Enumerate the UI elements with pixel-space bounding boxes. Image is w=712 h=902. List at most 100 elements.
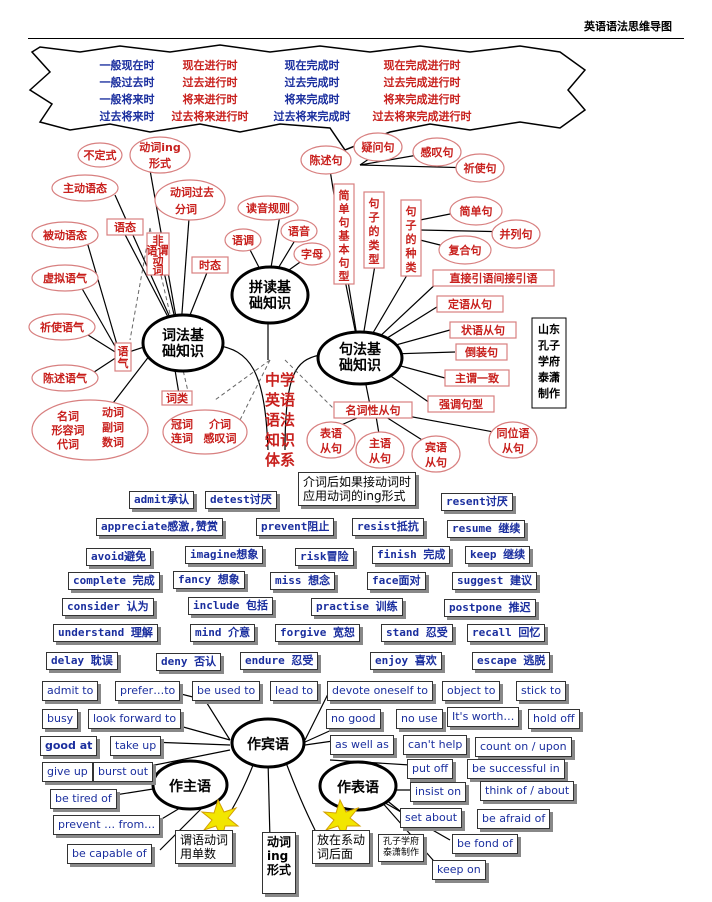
hub-phonics: [230, 265, 310, 325]
node-adverbial-clause-box: [449, 321, 517, 339]
node-interrogative-bubble: [353, 132, 403, 162]
tense-1-3: 过去完成进行时: [384, 75, 461, 89]
node-imperative-sentence: 祈使句: [464, 161, 497, 175]
verb-item: practise 训练: [311, 598, 403, 616]
phrase-item: set about: [400, 808, 463, 828]
tense-0-3: 现在完成进行时: [384, 58, 461, 72]
node-clause-0-line1: 表语: [319, 426, 342, 440]
node-imperative-mood: 祈使语气: [40, 320, 84, 334]
tense-0-1: 现在进行时: [183, 58, 238, 72]
np-0: 非: [153, 233, 164, 247]
node-past-participle-line1: 动词过去: [170, 185, 214, 199]
node-sentence-kinds-box: [400, 199, 422, 277]
node-gerund-bubble: [129, 136, 191, 174]
phrase-item: be fond of: [452, 834, 518, 854]
phrase-item: be afraid of: [477, 809, 551, 829]
node-passive-voice: 被动语态: [43, 228, 87, 242]
verb-item: resist抵抗: [352, 518, 424, 536]
note-after-link-line1: 放在系动: [317, 833, 366, 847]
phrase-item: busy: [42, 709, 79, 729]
phrase-item: give up: [42, 762, 93, 782]
node-clause-2-bubble: [411, 435, 461, 473]
node-sentence-kinds-4: 类: [406, 260, 418, 274]
phrase-item: can't help: [403, 735, 468, 755]
node-active-voice-bubble: [51, 174, 119, 202]
verb-item: recall 回忆: [467, 624, 546, 642]
hub-object-label: 作宾语: [247, 736, 289, 753]
phrase-item: prevent … from…: [53, 815, 161, 835]
verb-item: resume 继续: [447, 520, 526, 538]
node-intonation-bubble: [224, 228, 262, 252]
node-clause-0-line2: 从句: [320, 441, 342, 455]
node-phonics-rules-bubble: [237, 195, 299, 221]
verb-item: prevent阻止: [256, 518, 335, 536]
verb-item: delay 耽误: [46, 652, 118, 670]
node-simple-sentence: 简单句: [460, 204, 493, 218]
node-wc1-0: 名词: [57, 409, 79, 423]
node-subject-verb-agreement: 主谓一致: [455, 371, 500, 385]
phrase-item: be used to: [192, 681, 261, 701]
node-wordclass-box: [161, 390, 193, 406]
note-credit-line2: 泰潇制作: [383, 848, 420, 858]
note-predicate-singular: 谓语动词 用单数: [175, 830, 234, 864]
phrase-item: count on / upon: [475, 737, 572, 757]
verb-item: risk冒险: [295, 548, 354, 566]
credit-line-2: 学府: [538, 354, 560, 368]
node-inversion: 倒装句: [464, 345, 498, 359]
node-phonics-rules: 读音规则: [246, 201, 290, 215]
node-nonfinite-bubble: [77, 142, 123, 168]
node-basic-patterns-box: [333, 183, 355, 285]
node-clause-1-bubble: [355, 431, 405, 469]
note-gerund-line1: 动词: [267, 835, 292, 849]
node-indicative-mood-bubble: [31, 364, 99, 392]
phrase-item: take up: [110, 736, 162, 756]
np-3: 动: [153, 253, 164, 267]
center-line-2: 英语: [265, 391, 295, 409]
node-attributive-clause: 定语从句: [448, 297, 492, 311]
node-wc4-1: 感叹词: [204, 431, 237, 445]
node-interrogative: 疑问句: [362, 140, 395, 154]
node-basic-patterns-2: 句: [339, 215, 350, 229]
node-wc2-1: 副词: [102, 420, 124, 434]
hub-object: [230, 717, 306, 769]
hub-syntax-line1: 句法基: [339, 341, 382, 358]
node-clause-3-bubble: [488, 421, 538, 459]
tense-2-0: 一般将来时: [100, 92, 155, 106]
tense-2-3: 将来完成进行时: [384, 92, 461, 106]
note-predicate-line2: 用单数: [180, 847, 217, 861]
hub-subject-label: 作主语: [169, 778, 211, 795]
np-2: 语: [147, 243, 158, 257]
credit-box: [531, 317, 567, 409]
verb-item: deny 否认: [156, 653, 222, 671]
center-line-4: 知识: [265, 431, 295, 449]
tense-speech-bubble: [28, 44, 587, 151]
node-wordclass-1-bubble: [31, 399, 149, 461]
note-gerund-line3: 形式: [267, 863, 292, 877]
node-basic-patterns-0: 简: [339, 188, 350, 202]
node-gerund-line1: 动词ing: [139, 140, 180, 154]
tense-grid: 一般现在时现在进行时现在完成时现在完成进行时一般过去时过去进行时过去完成时过去完…: [100, 58, 472, 123]
node-imperative-mood-bubble: [28, 313, 96, 341]
node-wordclass-2-bubble: [162, 409, 248, 455]
phrase-item: object to: [442, 681, 501, 701]
credit-line-0: 山东: [538, 322, 560, 336]
hub-subject: [151, 759, 229, 811]
np-4: 词: [153, 264, 164, 277]
hub-lexical: [141, 313, 225, 373]
verb-item: detest讨厌: [205, 491, 277, 509]
lexical-branch-nodes: 不定式动词ing形式主动语态动词过去分词语态被动语态非谓语动词时态虚拟语气祈使语…: [28, 136, 248, 461]
verb-item: forgive 宽恕: [275, 624, 360, 642]
note-predicate-line1: 谓语动词: [180, 833, 229, 847]
phrase-item: keep on: [432, 860, 486, 880]
center-line-1: 中学: [265, 371, 295, 389]
verb-item: fancy 想象: [173, 571, 245, 589]
phrase-item: lead to: [270, 681, 319, 701]
node-wc2-0: 动词: [102, 405, 124, 419]
center-line-5: 体系: [265, 451, 295, 469]
tense-1-0: 一般过去时: [100, 75, 155, 89]
tense-3-1: 过去将来进行时: [172, 109, 249, 123]
phrase-item: as well as: [330, 735, 394, 755]
np-1: 谓: [158, 243, 169, 257]
node-intonation: 语调: [232, 233, 254, 247]
